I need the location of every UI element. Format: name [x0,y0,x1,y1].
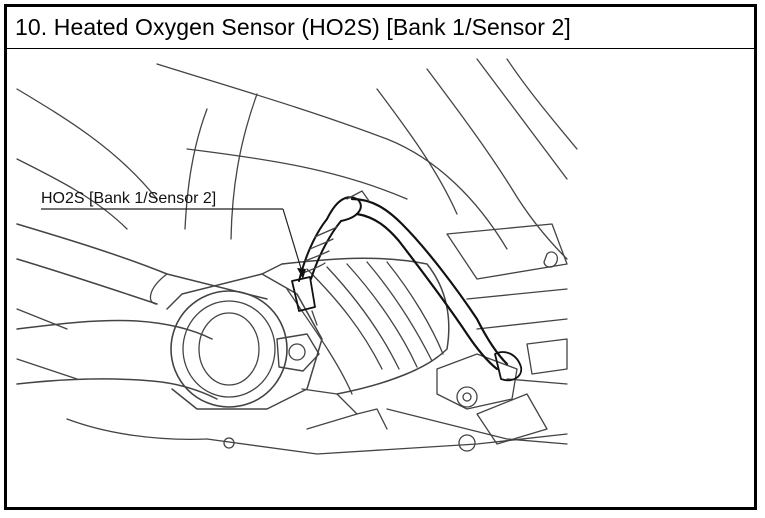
exhaust-illustration: HO2S [Bank 1/Sensor 2] [7,49,754,507]
callout-leader [41,208,306,279]
title-bar: 10. Heated Oxygen Sensor (HO2S) [Bank 1/… [7,7,754,49]
diagram-frame: 10. Heated Oxygen Sensor (HO2S) [Bank 1/… [4,4,757,510]
page-title: 10. Heated Oxygen Sensor (HO2S) [Bank 1/… [15,14,571,40]
exhaust-line-drawing [16,58,578,455]
sensor-callout-label: HO2S [Bank 1/Sensor 2] [41,190,217,207]
